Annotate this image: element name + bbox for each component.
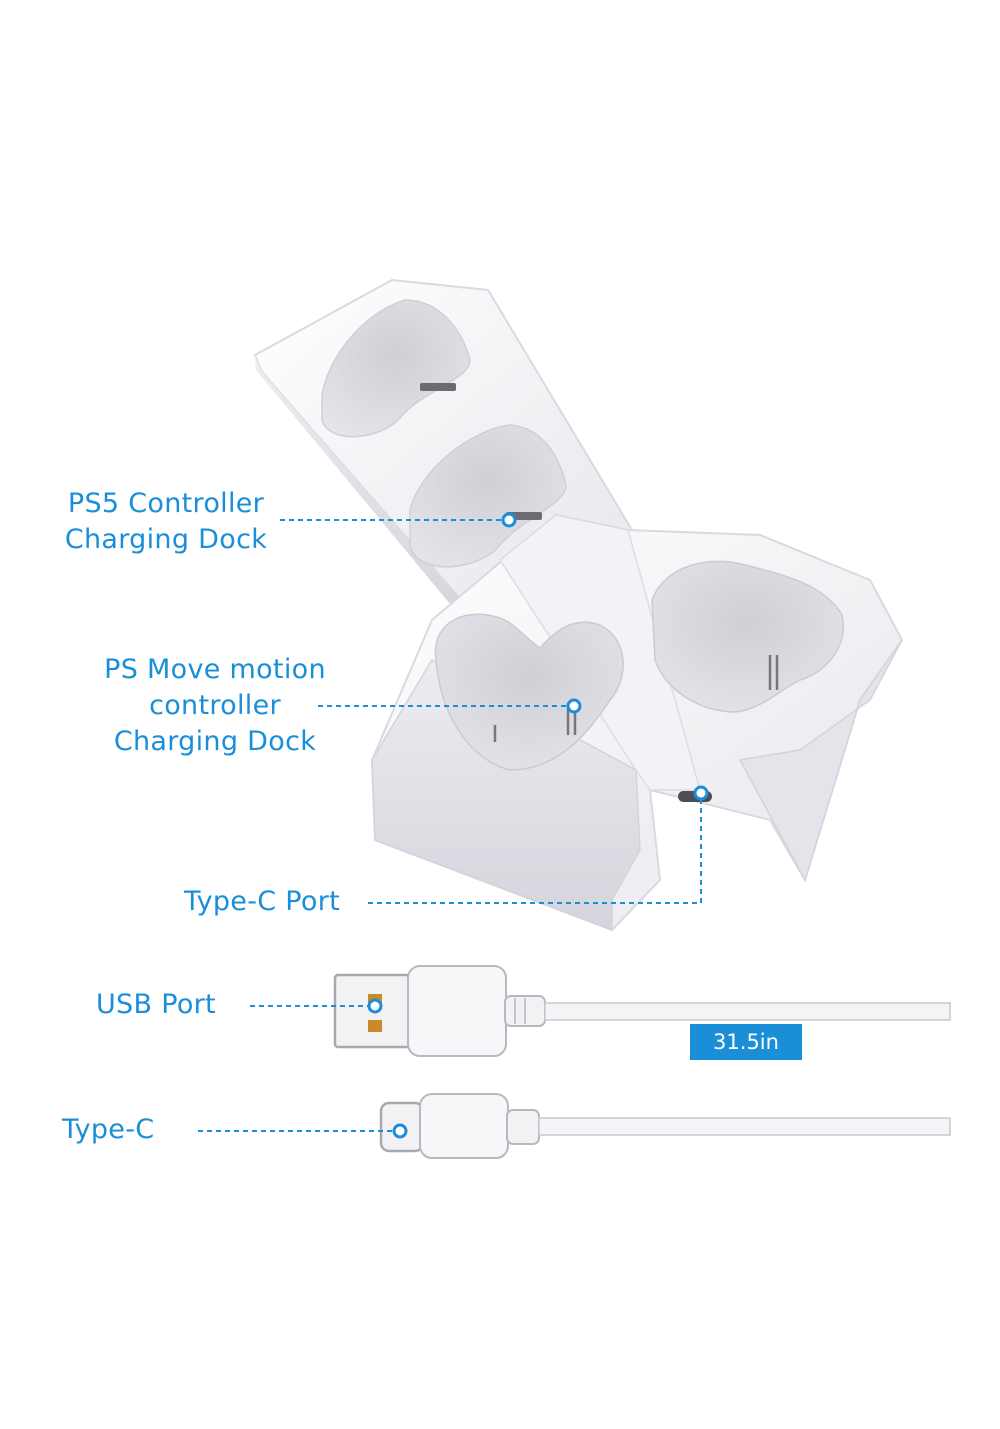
label-move-line-3: Charging Dock <box>113 726 317 757</box>
label-ps5-line-1: PS5 Controller <box>67 488 265 519</box>
usb-cable <box>333 965 951 1057</box>
callout-dots <box>367 512 709 1139</box>
label-move-line-2: controller <box>149 690 281 721</box>
label-type-c-port: Type-C Port <box>184 886 341 917</box>
usb-cable-wire <box>544 1002 951 1021</box>
ps5-slot-b <box>409 424 567 568</box>
label-ps-move-dock: PS Move motion controller Charging Dock <box>95 652 335 760</box>
label-ps5-controller-dock: PS5 Controller Charging Dock <box>52 486 280 558</box>
callout-dot-type-c <box>392 1123 408 1139</box>
ps5-slot-a <box>321 299 471 438</box>
ps5-dock-rail-side <box>255 355 470 628</box>
callout-dot-type-c-port <box>693 785 709 801</box>
label-ps5-line-2: Charging Dock <box>64 524 268 555</box>
move-slot-right-pins <box>768 655 779 690</box>
callout-line-type-c-port <box>368 797 702 904</box>
usb-a-contact-bottom <box>368 1020 382 1032</box>
charging-dock <box>253 278 904 932</box>
label-usb-port: USB Port <box>96 989 216 1020</box>
callout-dot-ps5-dock <box>501 512 517 528</box>
usb-a-housing <box>407 965 507 1057</box>
callout-lines <box>198 519 702 1132</box>
type-c-housing <box>419 1093 509 1159</box>
callout-dot-move-dock <box>566 698 582 714</box>
move-dock-front-right <box>738 639 903 882</box>
cable-length-badge: 31.5in <box>690 1024 802 1060</box>
move-slot-right <box>651 560 845 713</box>
label-type-c: Type-C <box>62 1114 155 1145</box>
callout-dot-usb-port <box>367 998 383 1014</box>
type-c-strain-relief <box>506 1109 540 1145</box>
ps5-slot-a-connector <box>420 383 456 391</box>
label-move-line-1: PS Move motion <box>104 654 326 685</box>
usb-a-grip-lines <box>514 998 526 1024</box>
type-c-cable-wire <box>538 1117 951 1136</box>
type-c-cable <box>379 1093 951 1159</box>
